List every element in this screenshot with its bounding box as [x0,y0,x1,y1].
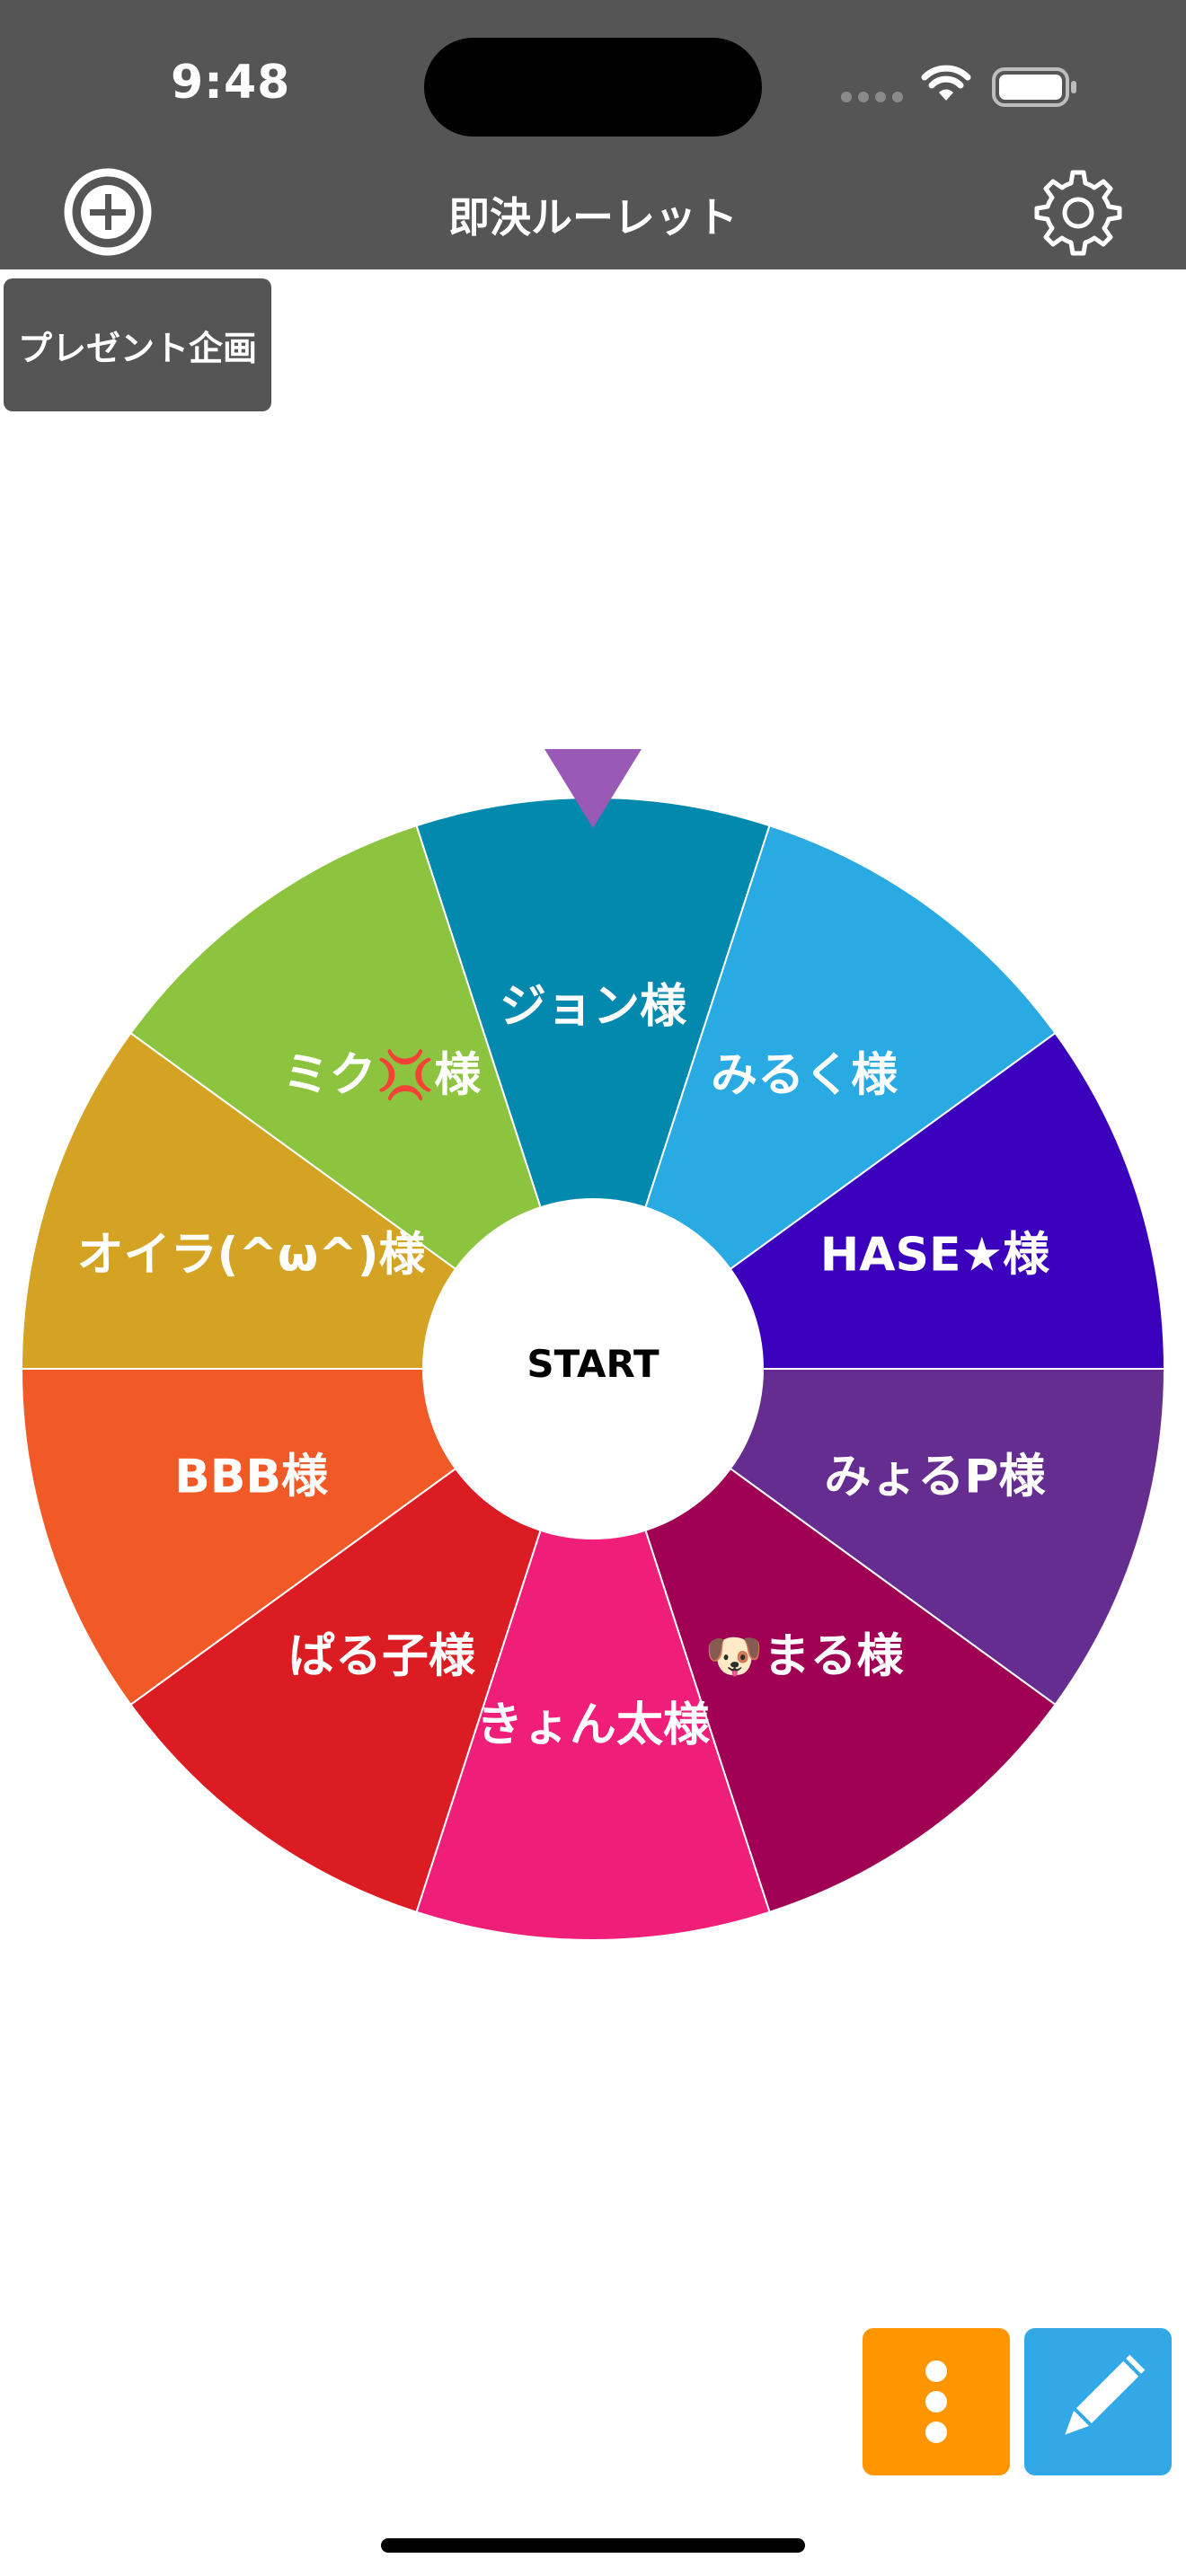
plus-circle-icon [81,185,135,239]
wheel-segment-label: ミク💢様 [283,1047,482,1102]
wheel-segment-label: ぱる子様 [288,1630,476,1684]
roulette-wheel[interactable]: ジョン様みるく様 HASE★様みょるP様 🐶まる様きょん太様ぱる子様 BBB様 オイラ(… [0,737,1186,1958]
add-button[interactable] [61,165,155,259]
battery-icon [992,67,1076,107]
wheel-segment [591,824,1057,1372]
wheel-hub [422,1198,764,1539]
wheel-segment [591,1366,1057,1914]
preset-button[interactable]: プレゼント企画 [4,278,271,411]
pencil-icon [1065,2354,1146,2435]
wheel-segment [129,824,595,1372]
wheel-segment-label: みるく様 [711,1048,898,1102]
status-time: 9:48 [171,56,291,110]
wheel-segment-label: HASE★様 [820,1228,1050,1282]
start-button[interactable] [422,1198,764,1539]
dynamic-island [424,38,762,137]
wheel-segment-label: オイラ(^ω^)様 [77,1228,427,1282]
page-title: 即決ルーレット [448,193,738,242]
gear-icon [1034,170,1122,256]
wheel-segment [129,1366,595,1914]
more-button[interactable] [863,2328,1010,2475]
wheel-segment [415,1365,771,1941]
wheel-segment-label: きょん太様 [476,1698,711,1752]
cellular-signal-icon [841,92,904,102]
edit-button[interactable] [1024,2328,1172,2475]
status-bar: 9:48 [0,0,1186,180]
wheel-segment-label: みょるP様 [824,1451,1046,1504]
wheel-segment-label: 🐶まる様 [705,1630,905,1684]
wifi-icon [921,65,971,101]
wheel-segment-label: ジョン様 [500,980,687,1034]
preset-label: プレゼント企画 [17,328,257,368]
wheel-segment-label: BBB様 [174,1451,329,1504]
home-indicator [381,2538,805,2553]
wheel-pointer-icon [544,749,642,828]
settings-button[interactable] [1031,165,1125,259]
